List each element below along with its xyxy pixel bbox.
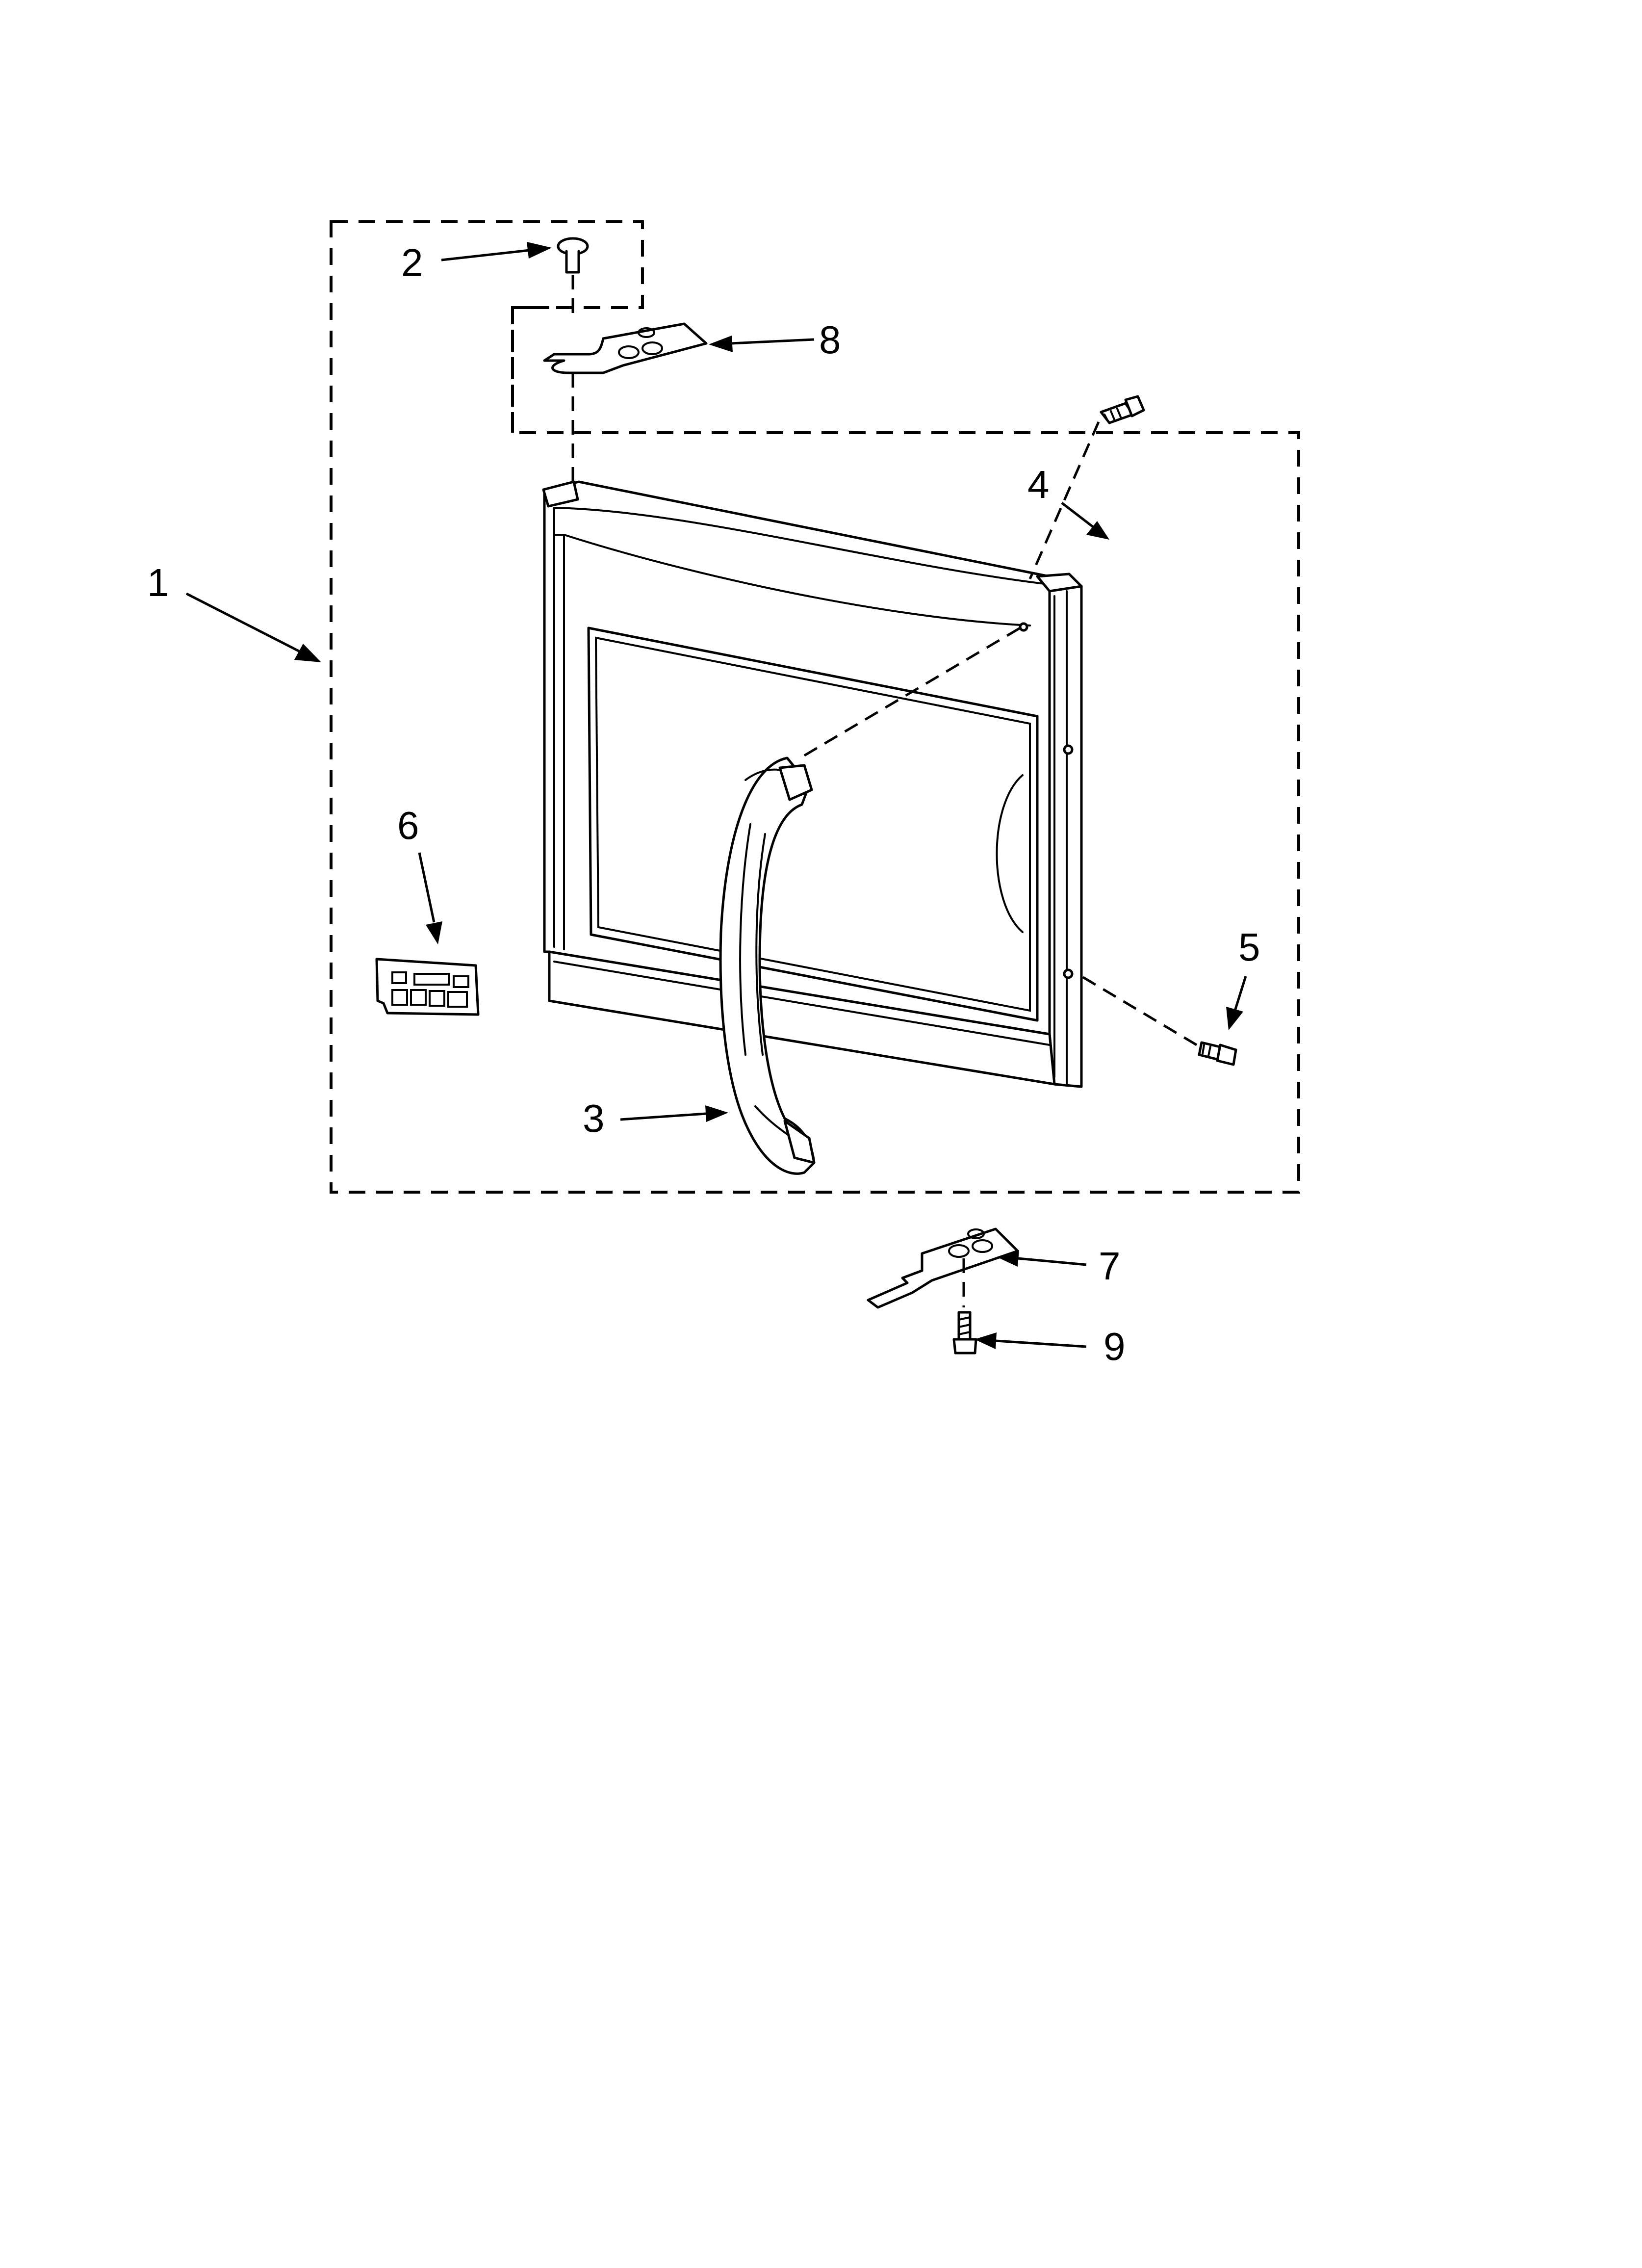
upper-bracket-part-8 [543,322,708,486]
callout-arrows [185,242,1247,1349]
pin-part-2 [557,237,589,314]
lower-bracket-part-7 [867,1227,1019,1309]
label-part-6 [375,958,480,1016]
screw-5-leader [1080,975,1198,1046]
callout-8: 8 [819,318,841,362]
screw-part-5 [1198,1041,1237,1066]
screw-part-4 [1100,395,1145,424]
handle-leader [803,626,1021,757]
door-panel [542,480,1083,1088]
callout-7: 7 [1099,1244,1121,1288]
door-handle [719,756,816,1175]
callout-9: 9 [1103,1325,1126,1368]
callout-2: 2 [401,241,423,285]
callout-6: 6 [397,804,419,847]
callout-5: 5 [1238,925,1260,969]
bracket-8-boundary [511,306,549,433]
callout-1: 1 [147,561,169,604]
screw-4-leader [1028,421,1100,580]
callout-4: 4 [1027,463,1050,506]
screw-part-9 [952,1311,977,1355]
callout-3: 3 [583,1096,605,1140]
assembly-boundary [330,220,1300,1194]
